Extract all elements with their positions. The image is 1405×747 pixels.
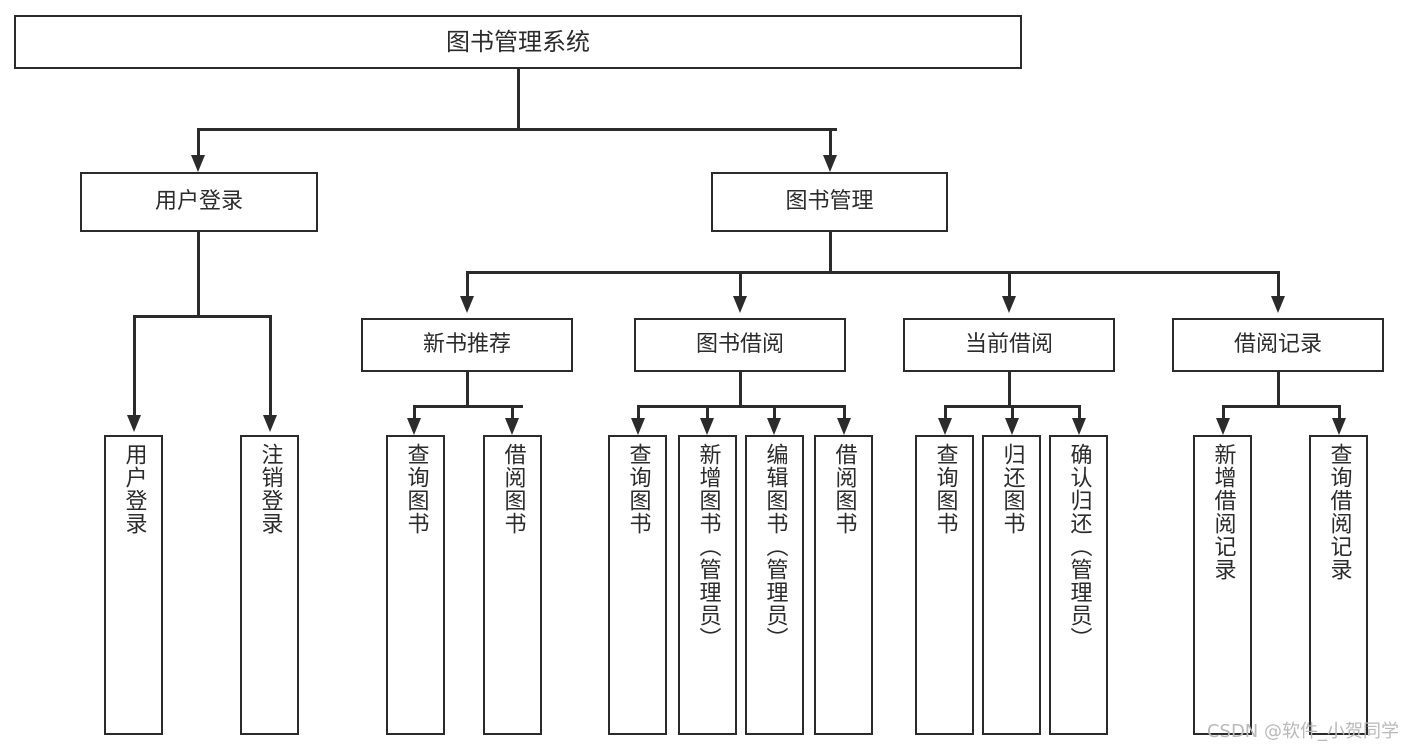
leaf-borrow-borrow[interactable]: 借阅图书 (814, 435, 873, 735)
node-label: 注销登录 (257, 443, 283, 535)
node-label: 用户登录 (121, 443, 147, 535)
node-label: 新增借阅记录 (1210, 443, 1236, 581)
arrow-icon-borrow-child-2 (700, 418, 714, 435)
edge-new-book-child-1 (413, 405, 416, 421)
arrow-icon-records-child-2 (1332, 418, 1346, 435)
arrow-icon-new-book-child-2 (505, 418, 519, 435)
edge-to-records (1277, 271, 1280, 299)
arrow-icon-user-login-child-1 (127, 415, 141, 432)
node-label: 查询图书 (625, 443, 651, 535)
arrow-icon-current-child-1 (938, 418, 952, 435)
edge-to-user-login (197, 128, 200, 158)
arrow-icon-borrow-child-3 (767, 418, 781, 435)
node-label: 查询图书 (932, 443, 958, 535)
node-label: 确认归还（管理员） (1066, 443, 1092, 650)
arrow-icon-to-new-book (460, 296, 474, 313)
node-borrow[interactable]: 图书借阅 (634, 318, 846, 372)
arrow-icon-borrow-child-1 (631, 418, 645, 435)
node-label: 新增图书（管理员） (695, 443, 721, 650)
edge-user-login-child-2 (269, 315, 272, 418)
edge-to-borrow (739, 271, 742, 299)
edge-book-manage-stem (829, 232, 832, 271)
node-book-manage[interactable]: 图书管理 (711, 172, 948, 232)
leaf-current-confirm-admin[interactable]: 确认归还（管理员） (1049, 435, 1108, 735)
edge-root-stem (517, 69, 520, 128)
leaf-records-query[interactable]: 查询借阅记录 (1309, 435, 1368, 735)
node-current[interactable]: 当前借阅 (903, 318, 1115, 372)
edge-user-login-bar (133, 315, 272, 318)
node-label: 图书管理 (785, 189, 874, 214)
edge-user-login-stem (197, 232, 200, 315)
arrow-icon-to-current (1002, 296, 1016, 313)
edge-borrow-child-1 (637, 405, 640, 421)
edge-book-manage-bar (466, 271, 1280, 274)
edge-current-child-1 (944, 405, 947, 421)
edge-records-child-1 (1222, 405, 1225, 421)
edge-borrow-child-2 (706, 405, 709, 421)
leaf-current-return[interactable]: 归还图书 (982, 435, 1041, 735)
node-records[interactable]: 借阅记录 (1172, 318, 1384, 372)
edge-borrow-child-3 (773, 405, 776, 421)
node-label: 用户登录 (154, 189, 243, 214)
leaf-borrow-add-admin[interactable]: 新增图书（管理员） (678, 435, 737, 735)
node-label: 归还图书 (999, 443, 1025, 535)
edge-new-book-stem (466, 372, 469, 405)
watermark: CSDN @软件_小贺同学 (1206, 721, 1399, 742)
arrow-icon-current-child-3 (1072, 418, 1086, 435)
leaf-user-login-login[interactable]: 用户登录 (104, 435, 163, 735)
node-label: 图书管理系统 (446, 28, 590, 56)
node-label: 查询图书 (403, 443, 429, 535)
arrow-icon-borrow-child-4 (837, 418, 851, 435)
node-label: 借阅图书 (500, 443, 526, 535)
node-root-system[interactable]: 图书管理系统 (14, 15, 1022, 69)
leaf-new-book-borrow[interactable]: 借阅图书 (483, 435, 542, 735)
edge-records-stem (1277, 372, 1280, 405)
edge-to-book-manage (829, 128, 832, 158)
edge-borrow-stem (739, 372, 742, 405)
edge-root-bar (197, 128, 837, 131)
node-new-book[interactable]: 新书推荐 (361, 318, 573, 372)
arrow-icon-new-book-child-1 (407, 418, 421, 435)
edge-current-child-2 (1011, 405, 1014, 421)
arrow-icon-to-book-manage (823, 155, 837, 172)
arrow-icon-to-borrow (733, 296, 747, 313)
node-label: 借阅记录 (1233, 332, 1322, 357)
edge-to-current (1008, 271, 1011, 299)
edge-user-login-child-1 (133, 315, 136, 418)
arrow-icon-to-records (1271, 296, 1285, 313)
node-label: 查询借阅记录 (1326, 443, 1352, 581)
edge-new-book-bar (413, 405, 523, 408)
edge-borrow-bar (637, 405, 845, 408)
node-label: 借阅图书 (831, 443, 857, 535)
edge-borrow-child-4 (843, 405, 846, 421)
arrow-icon-records-child-1 (1216, 418, 1230, 435)
leaf-user-login-logout[interactable]: 注销登录 (240, 435, 299, 735)
edge-records-child-2 (1338, 405, 1341, 421)
leaf-new-book-query[interactable]: 查询图书 (386, 435, 445, 735)
edge-records-bar (1222, 405, 1340, 408)
leaf-borrow-query[interactable]: 查询图书 (608, 435, 667, 735)
node-label: 新书推荐 (422, 332, 511, 357)
leaf-records-add[interactable]: 新增借阅记录 (1193, 435, 1252, 735)
node-label: 当前借阅 (964, 332, 1053, 357)
leaf-borrow-edit-admin[interactable]: 编辑图书（管理员） (745, 435, 804, 735)
edge-current-stem (1008, 372, 1011, 405)
node-label: 编辑图书（管理员） (762, 443, 788, 650)
node-label: 图书借阅 (695, 332, 784, 357)
arrow-icon-to-user-login (191, 155, 205, 172)
node-user-login[interactable]: 用户登录 (80, 172, 318, 232)
arrow-icon-current-child-2 (1005, 418, 1019, 435)
edge-to-new-book (466, 271, 469, 299)
leaf-current-query[interactable]: 查询图书 (915, 435, 974, 735)
arrow-icon-user-login-child-2 (263, 415, 277, 432)
edge-new-book-child-2 (511, 405, 514, 421)
edge-current-child-3 (1078, 405, 1081, 421)
